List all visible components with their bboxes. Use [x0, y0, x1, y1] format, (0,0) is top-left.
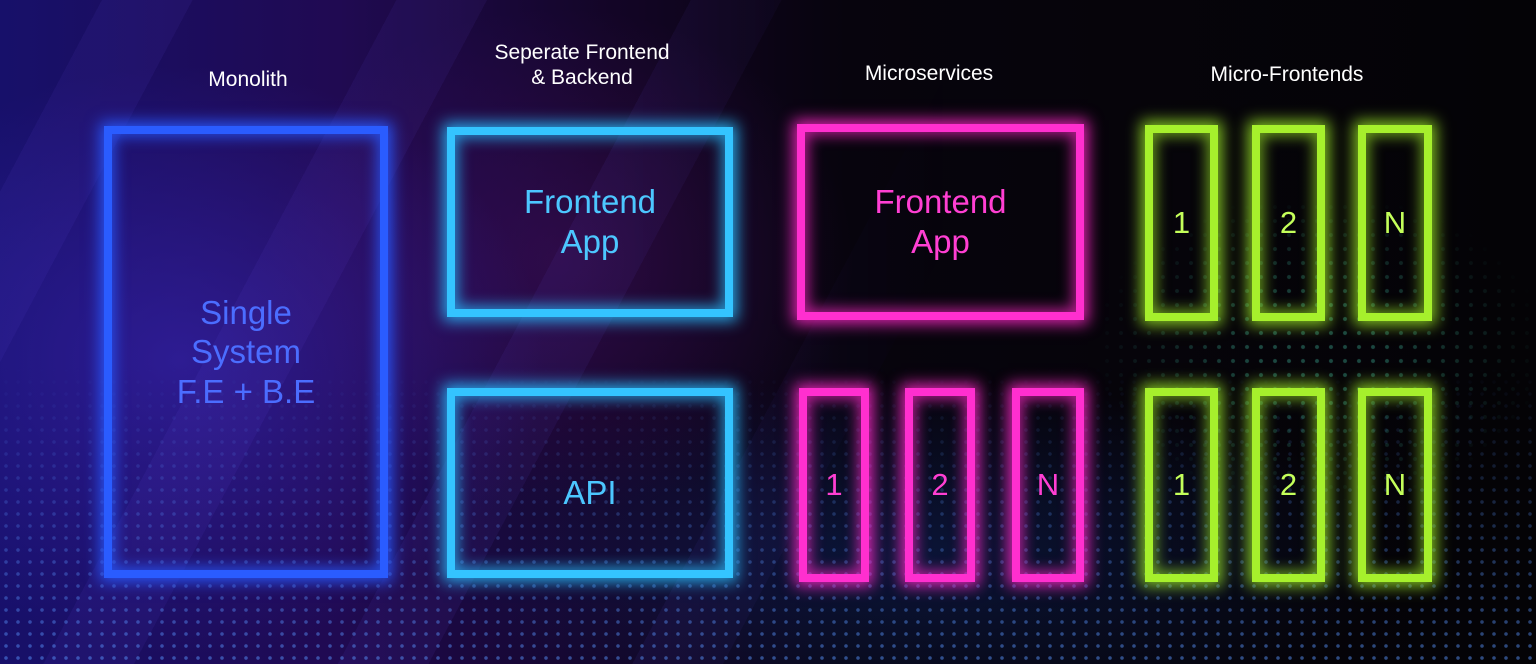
micro-frontend-bottom-box-n: N [1358, 388, 1432, 582]
microservices-frontend-label: Frontend App [874, 183, 1007, 260]
micro-frontend-bottom-label-n: N [1383, 467, 1407, 503]
separate-heading: Seperate Frontend & Backend [494, 41, 670, 89]
microservices-frontend-box: Frontend App [797, 124, 1084, 320]
micro-frontends-heading: Micro-Frontends [1210, 63, 1364, 86]
monolith-label: Single System F.E + B.E [176, 293, 316, 410]
microservice-box-1: 1 [799, 388, 869, 582]
separate-frontend-box: Frontend App [447, 127, 733, 317]
micro-frontend-top-label-n: N [1383, 205, 1407, 241]
micro-frontend-top-box-1: 1 [1145, 125, 1218, 321]
micro-frontend-top-box-2: 2 [1252, 125, 1325, 321]
microservice-label-n: N [1036, 467, 1060, 503]
micro-frontend-top-label-1: 1 [1172, 205, 1191, 241]
microservice-label-1: 1 [825, 467, 843, 503]
microservice-label-2: 2 [931, 467, 949, 503]
micro-frontend-top-label-2: 2 [1279, 205, 1298, 241]
background-dot-matrix [0, 364, 1536, 664]
micro-frontend-bottom-label-2: 2 [1279, 467, 1298, 503]
microservices-heading: Microservices [864, 62, 994, 85]
microservice-box-n: N [1012, 388, 1084, 582]
separate-api-label: API [563, 474, 617, 512]
micro-frontend-bottom-label-1: 1 [1172, 467, 1191, 503]
separate-api-box: API [447, 388, 733, 578]
monolith-heading: Monolith [208, 68, 288, 91]
micro-frontend-bottom-box-1: 1 [1145, 388, 1218, 582]
monolith-box: Single System F.E + B.E [104, 126, 388, 578]
micro-frontend-top-box-n: N [1358, 125, 1432, 321]
separate-frontend-label: Frontend App [523, 183, 657, 260]
microservice-box-2: 2 [905, 388, 975, 582]
micro-frontend-bottom-box-2: 2 [1252, 388, 1325, 582]
